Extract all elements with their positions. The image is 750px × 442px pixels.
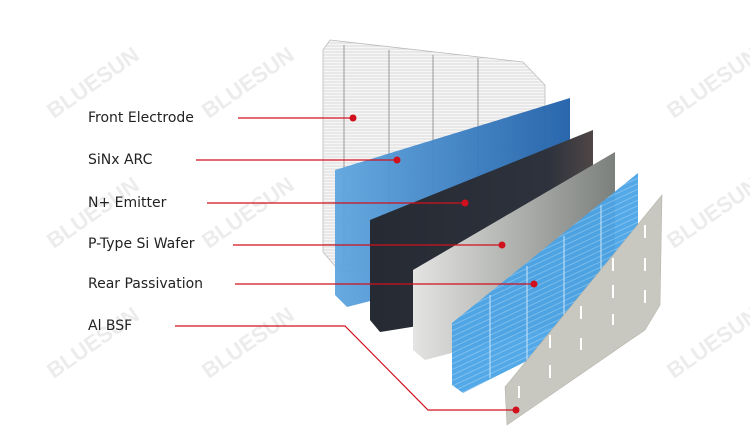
rear-passivation-layer bbox=[452, 173, 638, 393]
label-n-emitter: N+ Emitter bbox=[88, 195, 167, 211]
marker-rear-passivation bbox=[530, 280, 538, 288]
label-front-electrode: Front Electrode bbox=[88, 110, 194, 126]
leader-al-bsf bbox=[175, 325, 516, 411]
label-rear-passivation: Rear Passivation bbox=[88, 276, 204, 292]
marker-n-emitter bbox=[461, 199, 469, 207]
marker-sinx-arc bbox=[393, 156, 401, 164]
al-bsf-layer bbox=[504, 194, 663, 426]
marker-al-bsf bbox=[512, 406, 520, 414]
marker-p-type-wafer bbox=[498, 241, 506, 249]
marker-front-electrode bbox=[349, 114, 357, 122]
label-sinx-arc: SiNx ARC bbox=[88, 152, 153, 168]
label-p-type-wafer: P-Type Si Wafer bbox=[88, 236, 195, 252]
label-al-bsf: Al BSF bbox=[88, 318, 133, 334]
